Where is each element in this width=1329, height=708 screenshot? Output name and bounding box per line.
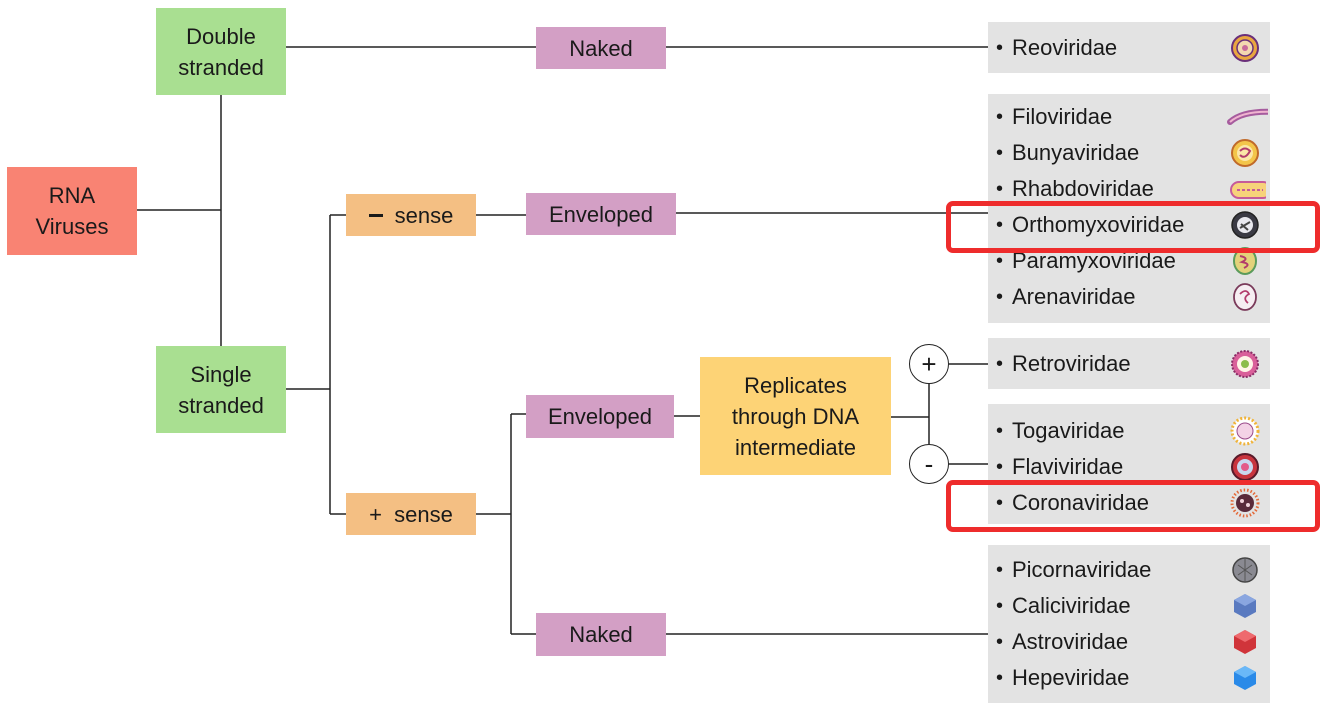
- bullet: •: [996, 491, 1004, 514]
- bullet: •: [996, 285, 1004, 308]
- positive-enveloped-families-panel: • Togaviridae • Flaviviridae • Coronavir…: [988, 404, 1270, 524]
- positive-sense-node: + sense: [346, 493, 476, 535]
- flavivirus-icon: [1231, 453, 1259, 481]
- coronavirus-icon: [1230, 488, 1260, 518]
- naked-bottom-label: Naked: [569, 622, 633, 647]
- double-line2: stranded: [178, 54, 264, 80]
- coronaviridae-highlight: [946, 480, 1320, 532]
- enveloped-negative-label: Enveloped: [549, 201, 653, 227]
- filovirus-icon: [1227, 108, 1268, 125]
- family-row-hepeviridae: • Hepeviridae: [988, 660, 1270, 696]
- calicivirus-icon: [1234, 594, 1256, 618]
- family-row-arenaviridae: • Arenaviridae: [988, 279, 1270, 315]
- root-line1: RNA: [48, 183, 96, 208]
- family-name: Bunyaviridae: [1012, 140, 1140, 165]
- minus-sign: -: [924, 448, 934, 479]
- bullet: •: [996, 177, 1004, 200]
- family-name: Astroviridae: [1012, 629, 1129, 654]
- bullet: •: [996, 419, 1004, 442]
- bullet: •: [996, 249, 1004, 272]
- family-row-filoviridae: • Filoviridae: [988, 99, 1270, 135]
- family-row-bunyaviridae: • Bunyaviridae: [988, 135, 1270, 171]
- arenavirus-icon: [1233, 283, 1257, 311]
- bullet: •: [996, 666, 1004, 689]
- naked-top-label: Naked: [569, 35, 633, 61]
- family-name: Caliciviridae: [1012, 593, 1131, 618]
- astrovirus-icon: [1234, 630, 1256, 654]
- replicates-dna-intermediate-node: Replicates through DNA intermediate: [700, 357, 891, 475]
- rhabdovirus-icon: [1230, 181, 1266, 199]
- single-stranded-node: Single stranded: [156, 346, 286, 433]
- paramyxovirus-icon: [1233, 247, 1257, 275]
- replication-line2: through DNA: [731, 403, 860, 429]
- single-line1: Single: [190, 361, 252, 387]
- bullet: •: [996, 141, 1004, 164]
- orthomyxoviridae-highlight: [946, 201, 1320, 253]
- positive-sense-label: + sense: [369, 501, 453, 527]
- family-row-togaviridae: • Togaviridae: [988, 413, 1270, 449]
- enveloped-negative-node: Enveloped: [526, 193, 676, 235]
- family-name: Retroviridae: [1012, 351, 1131, 376]
- minus-sign-circle: -: [909, 444, 949, 484]
- double-stranded-node: Double stranded: [156, 8, 286, 95]
- family-name: Coronaviridae: [1012, 490, 1149, 515]
- family-name: Picornaviridae: [1012, 557, 1152, 582]
- family-name: Arenaviridae: [1012, 284, 1136, 309]
- negative-sense-label: sense: [394, 202, 454, 228]
- family-row-flaviviridae: • Flaviviridae: [988, 449, 1270, 485]
- bunyavirus-icon: [1231, 139, 1259, 167]
- family-name: Rhabdoviridae: [1012, 176, 1154, 201]
- enveloped-positive-label: Enveloped: [548, 404, 652, 429]
- retro-families-panel: • Retroviridae: [988, 338, 1270, 389]
- naked-top-node: Naked: [536, 27, 666, 69]
- retrovirus-icon: [1231, 350, 1259, 378]
- bullet: •: [996, 213, 1004, 236]
- family-row-orthomyxoviridae: • Orthomyxoviridae: [988, 207, 1270, 243]
- family-name: Togaviridae: [1012, 418, 1125, 443]
- bullet: •: [996, 455, 1004, 478]
- family-row-picornaviridae: • Picornaviridae: [988, 552, 1270, 588]
- family-row-coronaviridae: • Coronaviridae: [988, 485, 1270, 521]
- replication-line1: Replicates: [744, 372, 847, 398]
- enveloped-positive-node: Enveloped: [526, 395, 674, 438]
- bullet: •: [996, 105, 1004, 128]
- family-row-astroviridae: • Astroviridae: [988, 624, 1270, 660]
- family-row-caliciviridae: • Caliciviridae: [988, 588, 1270, 624]
- togavirus-icon: [1230, 416, 1260, 446]
- family-row-rhabdoviridae: • Rhabdoviridae: [988, 171, 1270, 207]
- family-row-retroviridae: • Retroviridae: [988, 346, 1270, 382]
- family-name: Reoviridae: [1012, 35, 1118, 60]
- family-name: Hepeviridae: [1012, 665, 1130, 690]
- root-line2: Viruses: [35, 214, 109, 239]
- replication-line3: intermediate: [734, 434, 857, 460]
- positive-naked-families-panel: • Picornaviridae • Caliciviridae • Astro…: [988, 545, 1270, 703]
- naked-bottom-node: Naked: [536, 613, 666, 656]
- bullet: •: [996, 36, 1004, 59]
- reovirus-icon: [1231, 34, 1259, 62]
- bullet: •: [996, 630, 1004, 653]
- minus-dash: [368, 213, 383, 217]
- single-line2: stranded: [178, 392, 264, 418]
- family-row-reoviridae: • Reoviridae: [988, 30, 1270, 66]
- negative-enveloped-families-panel: • Filoviridae • Bunyaviridae • Rhabdovir…: [988, 94, 1270, 323]
- double-line1: Double: [186, 23, 256, 49]
- plus-sign-circle: +: [909, 344, 949, 384]
- picornavirus-icon: [1232, 557, 1258, 583]
- orthomyxovirus-icon: [1231, 211, 1259, 239]
- plus-sign: +: [921, 348, 937, 379]
- hepevirus-icon: [1234, 666, 1256, 690]
- bullet: •: [996, 558, 1004, 581]
- family-name: Orthomyxoviridae: [1012, 212, 1185, 237]
- negative-sense-node: sense: [346, 194, 476, 236]
- family-name: Filoviridae: [1012, 104, 1113, 129]
- bullet: •: [996, 594, 1004, 617]
- family-name: Flaviviridae: [1012, 454, 1124, 479]
- bullet: •: [996, 352, 1004, 375]
- double-naked-families-panel: • Reoviridae: [988, 22, 1270, 73]
- rna-viruses-root: RNA Viruses: [7, 167, 137, 255]
